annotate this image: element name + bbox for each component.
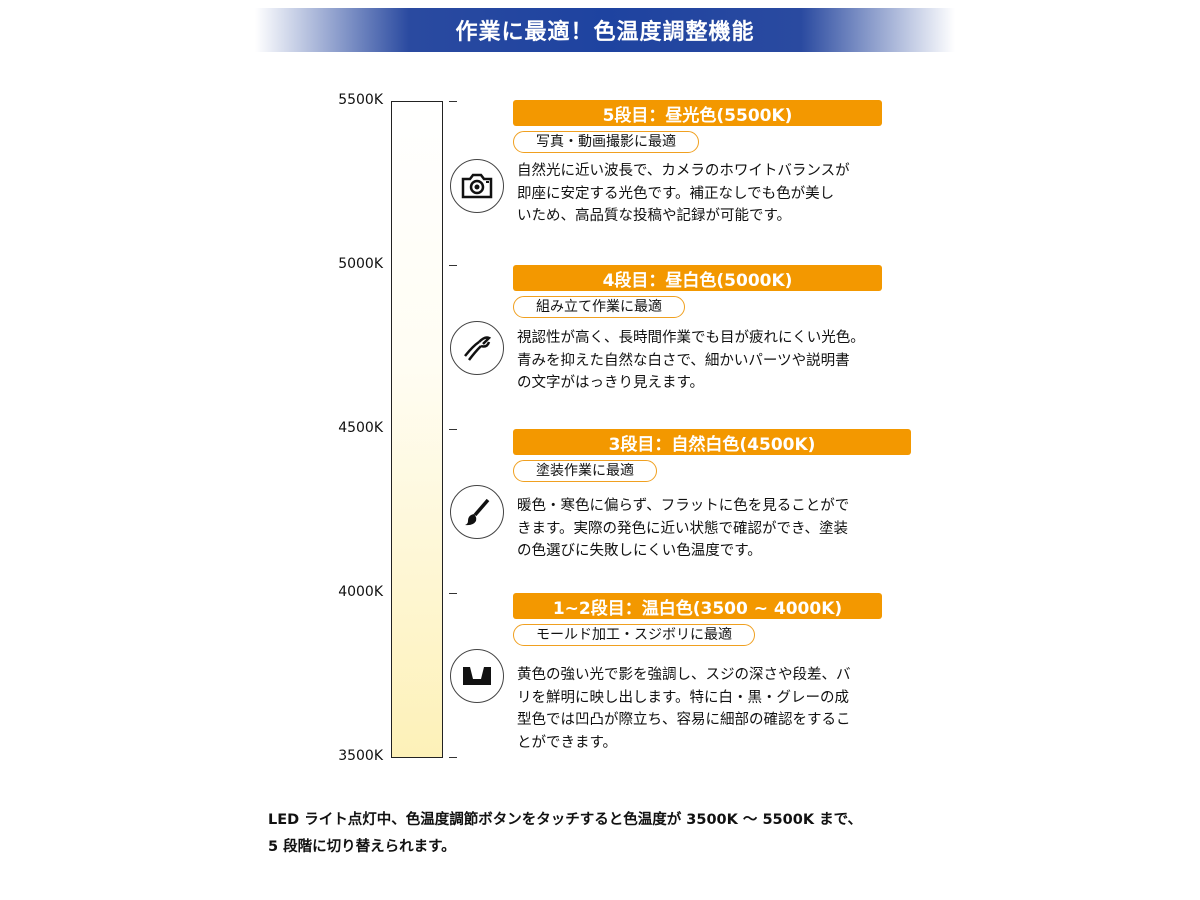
description-line: いため、高品質な投稿や記録が可能です。 [517,208,792,224]
pliers-icon [450,321,504,375]
page-title: 作業に最適！色温度調整機能 [455,20,755,45]
description: 暖色・寒色に偏らず、フラットに色を見ることがで きます。実際の発色に近い状態で確… [517,495,897,563]
description-line: きます。実際の発色に近い状態で確認ができ、塗装 [517,520,849,537]
scale-label: 4500K [338,420,383,436]
description-line: 視認性が高く、長時間作業でも目が疲れにくい光色。 [517,330,865,346]
description-line: リを鮮明に映し出します。特に白・黒・グレーの成 [517,689,850,706]
description: 自然光に近い波長で、カメラのホワイトバランスが 即座に安定する光色です。補正なし… [517,160,897,228]
paintbrush-icon [450,485,504,539]
description-line: 青みを抑えた自然な白さで、細かいパーツや説明書 [517,352,850,369]
footer-note: 5 段階に切り替えられます。 [268,839,456,855]
description-line: とができます。 [517,734,618,751]
section-heading: 4段目：昼白色(5000K) [513,265,882,291]
tick [449,429,457,430]
description-line: 即座に安定する光色です。補正なしでも色が美し [517,185,835,202]
description: 黄色の強い光で影を強調し、スジの深さや段差、バ リを鮮明に映し出します。特に白・… [517,664,897,754]
tick [449,593,457,594]
scale-label: 5500K [338,92,383,108]
description-line: 暖色・寒色に偏らず、フラットに色を見ることがで [517,498,850,514]
description-line: の文字がはっきり見えます。 [517,375,705,391]
scale-label: 5000K [338,256,383,272]
scale-label: 3500K [338,748,383,764]
footer-note: LED ライト点灯中、色温度調節ボタンをタッチすると色温度が 3500K ～ 5… [268,812,863,828]
camera-icon [450,159,504,213]
section-heading: 1~2段目：温白色(3500 ~ 4000K) [513,593,882,619]
use-case-pill: 写真・動画撮影に最適 [513,131,699,153]
description-line: 黄色の強い光で影を強調し、スジの深さや段差、バ [517,667,851,683]
color-temperature-bar [391,101,443,758]
use-case-pill: 塗装作業に最適 [513,460,657,482]
description-line: 自然光に近い波長で、カメラのホワイトバランスが [517,163,850,179]
description-line: の色選びに失敗しにくい色温度です。 [517,543,762,559]
description-line: 型色では凹凸が際立ち、容易に細部の確認をするこ [517,712,851,728]
tick [449,265,457,266]
section-heading: 3段目：自然白色(4500K) [513,429,911,455]
groove-icon [450,649,504,703]
tick [449,101,457,102]
title-banner: 作業に最適！色温度調整機能 [255,8,955,52]
use-case-pill: モールド加工・スジボリに最適 [513,624,755,646]
tick [449,757,457,758]
use-case-pill: 組み立て作業に最適 [513,296,685,318]
scale-label: 4000K [338,584,383,600]
section-heading: 5段目：昼光色(5500K) [513,100,882,126]
description: 視認性が高く、長時間作業でも目が疲れにくい光色。 青みを抑えた自然な白さで、細か… [517,327,897,395]
